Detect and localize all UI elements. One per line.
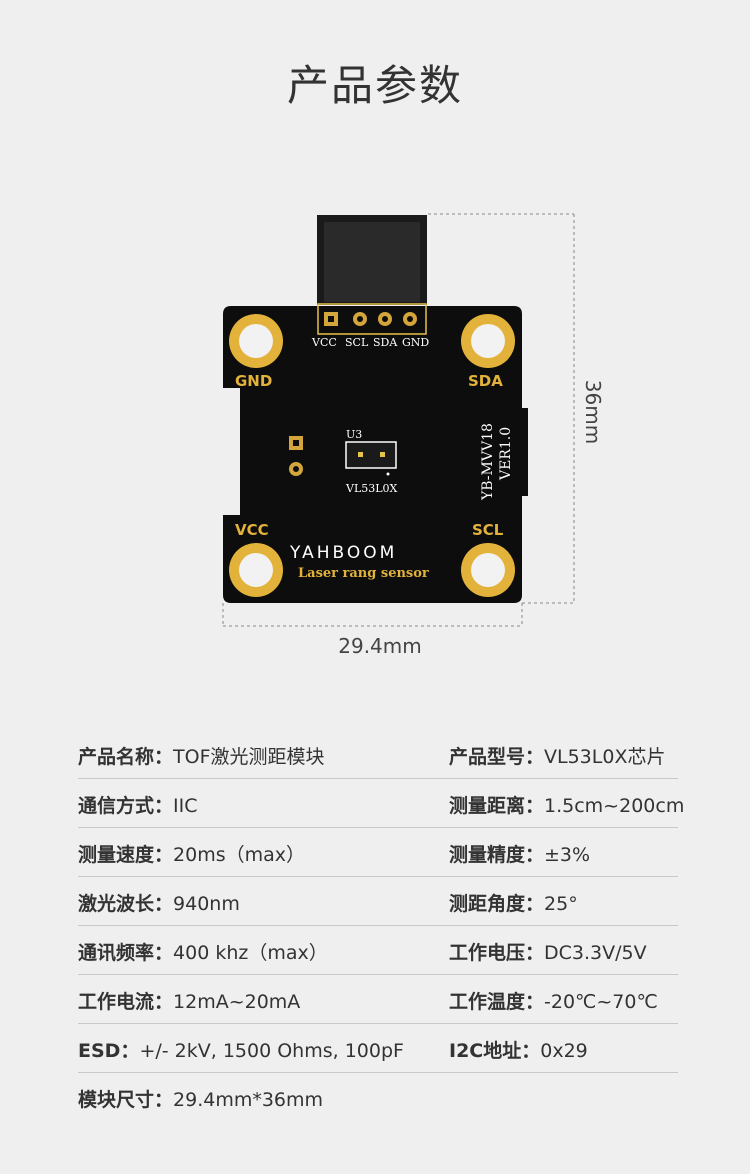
spec-value: 940nm	[173, 893, 240, 915]
spec-item: 测量速度：20ms（max）	[78, 840, 305, 867]
chip-ref-label: U3	[346, 428, 362, 441]
corner-label-top-right: SDA	[468, 372, 503, 390]
spec-value: 29.4mm*36mm	[173, 1089, 324, 1111]
chip-name-label: VL53L0X	[345, 482, 398, 495]
spec-key: 测量距离：	[449, 795, 545, 817]
spec-key: 工作电压：	[449, 942, 545, 964]
pin-label-gnd: GND	[402, 336, 429, 349]
spec-key: I2C地址：	[449, 1040, 541, 1062]
spec-row: 通信方式：IIC 测量距离：1.5cm~200cm	[78, 779, 684, 828]
spec-row: 测量速度：20ms（max） 测量精度：±3%	[78, 828, 678, 877]
spec-item: 测距角度：25°	[449, 889, 578, 916]
spec-value: -20℃~70℃	[544, 991, 658, 1013]
spec-item: 通信方式：IIC	[78, 791, 198, 818]
width-dimension-label: 29.4mm	[338, 634, 422, 658]
spec-value: DC3.3V/5V	[544, 942, 647, 964]
spec-key: 测量精度：	[449, 844, 545, 866]
spec-row: 工作电流：12mA~20mA 工作温度：-20℃~70℃	[78, 975, 678, 1024]
version-text: VER1.0	[498, 427, 514, 481]
product-figure: VCC SCL SDA GND GND SDA VCC SCL U3 VL53L…	[222, 213, 605, 658]
pin-label-vcc: VCC	[311, 336, 337, 349]
spec-key: 产品名称：	[78, 746, 174, 768]
spec-item: 模块尺寸：29.4mm*36mm	[78, 1085, 323, 1112]
spec-key: 工作温度：	[449, 991, 545, 1013]
spec-value: 1.5cm~200cm	[544, 795, 685, 817]
sensor-board-illustration: VCC SCL SDA GND GND SDA VCC SCL U3 VL53L…	[222, 213, 575, 627]
spec-key: 模块尺寸：	[78, 1089, 174, 1111]
spec-key: ESD：	[78, 1040, 140, 1062]
spec-item: 测量精度：±3%	[449, 840, 590, 867]
spec-value: 400 khz（max）	[173, 942, 328, 964]
spec-row: ESD：+/- 2kV, 1500 Ohms, 100pF I2C地址：0x29	[78, 1024, 678, 1073]
spec-value: +/- 2kV, 1500 Ohms, 100pF	[139, 1040, 404, 1062]
spec-item: 工作电压：DC3.3V/5V	[449, 938, 647, 965]
spec-value: 12mA~20mA	[173, 991, 301, 1013]
corner-label-bottom-left: VCC	[235, 521, 269, 539]
model-text: YB-MVV18	[480, 423, 496, 501]
spec-item: 工作电流：12mA~20mA	[78, 987, 300, 1014]
spec-row: 产品名称：TOF激光测距模块 产品型号：VL53L0X芯片	[78, 730, 678, 779]
spec-value: 25°	[544, 893, 578, 915]
spec-item: 产品型号：VL53L0X芯片	[449, 742, 665, 769]
spec-value: 20ms（max）	[173, 844, 305, 866]
spec-key: 通讯频率：	[78, 942, 174, 964]
spec-table: 产品名称：TOF激光测距模块 产品型号：VL53L0X芯片 通信方式：IIC 测…	[78, 730, 684, 1121]
brand-logo: YAHBOOM	[289, 543, 397, 563]
spec-value: VL53L0X芯片	[544, 746, 666, 768]
height-dimension-label: 36mm	[581, 379, 605, 445]
spec-value: ±3%	[544, 844, 591, 866]
spec-key: 测量速度：	[78, 844, 174, 866]
pin-label-sda: SDA	[373, 336, 398, 349]
spec-key: 测距角度：	[449, 893, 545, 915]
spec-value: 0x29	[540, 1040, 588, 1062]
spec-value: TOF激光测距模块	[173, 746, 325, 768]
board-subtitle: Laser rang sensor	[298, 566, 429, 581]
spec-item: 激光波长：940nm	[78, 889, 240, 916]
spec-item: 工作温度：-20℃~70℃	[449, 987, 658, 1014]
spec-row: 通讯频率：400 khz（max） 工作电压：DC3.3V/5V	[78, 926, 678, 975]
spec-key: 产品型号：	[449, 746, 545, 768]
spec-value: IIC	[173, 795, 198, 817]
page-title: 产品参数	[286, 61, 463, 110]
spec-row: 激光波长：940nm 测距角度：25°	[78, 877, 678, 926]
spec-item: ESD：+/- 2kV, 1500 Ohms, 100pF	[78, 1036, 404, 1063]
vl53l0x-chip	[345, 441, 397, 469]
spec-key: 激光波长：	[78, 893, 174, 915]
spec-item: I2C地址：0x29	[449, 1036, 588, 1063]
spec-item: 通讯频率：400 khz（max）	[78, 938, 328, 965]
spec-item: 产品名称：TOF激光测距模块	[78, 742, 325, 769]
spec-key: 通信方式：	[78, 795, 174, 817]
spec-item: 测量距离：1.5cm~200cm	[449, 791, 684, 818]
spec-row: 模块尺寸：29.4mm*36mm	[78, 1073, 678, 1121]
corner-label-bottom-right: SCL	[472, 521, 504, 539]
spec-key: 工作电流：	[78, 991, 174, 1013]
corner-label-top-left: GND	[235, 372, 272, 390]
pin-label-scl: SCL	[345, 336, 369, 349]
